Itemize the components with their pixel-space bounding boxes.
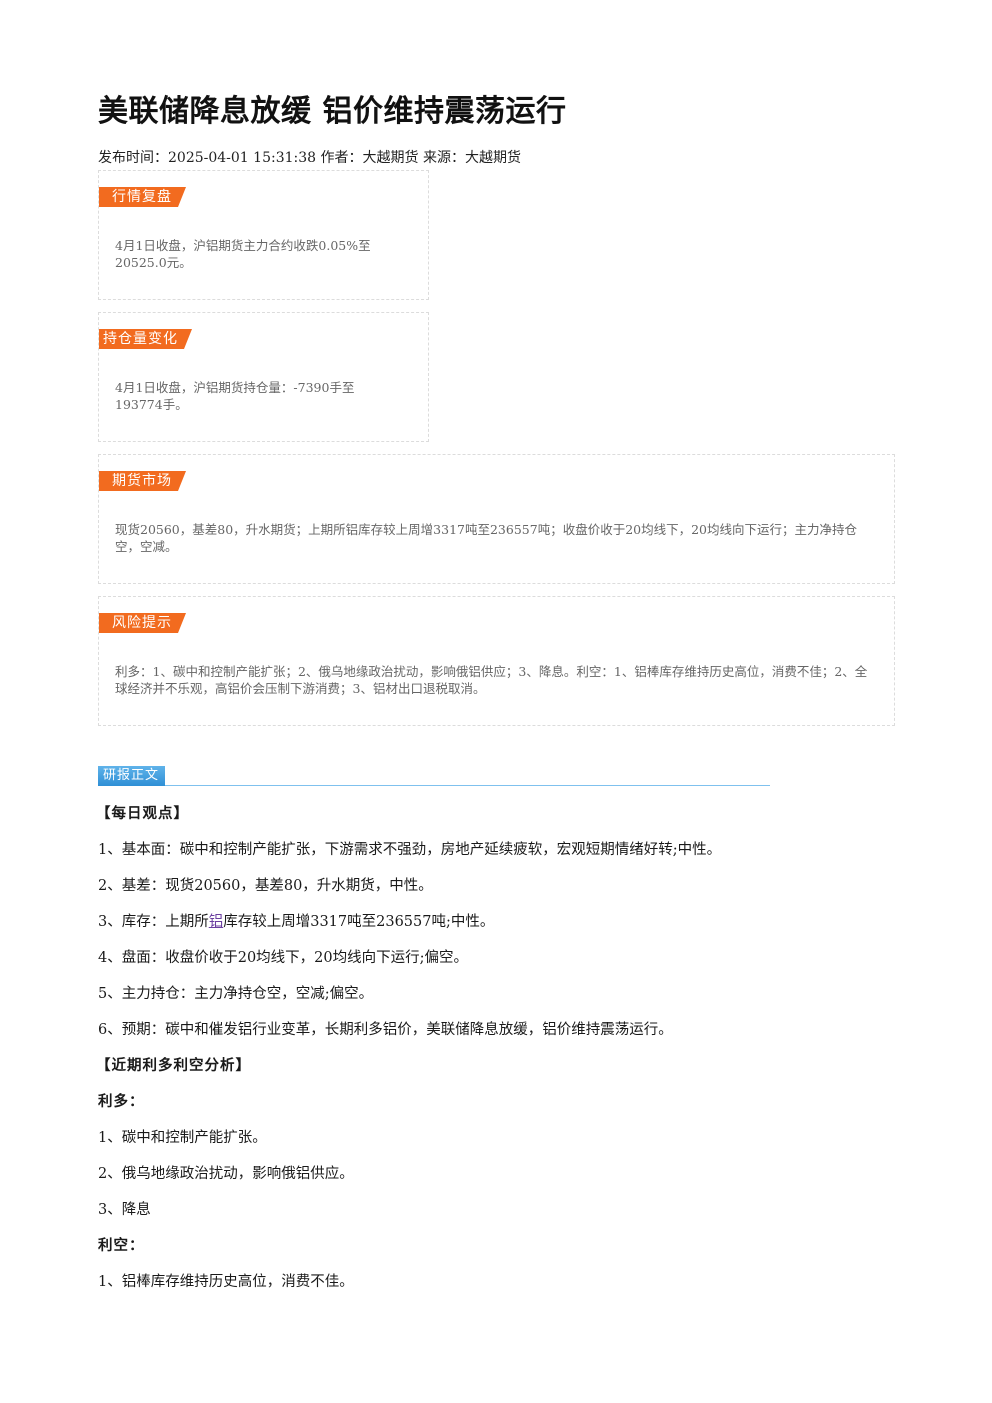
bullish-item: 1、碳中和控制产能扩张。 <box>98 1130 267 1146</box>
bearish-item: 1、铝棒库存维持历史高位，消费不佳。 <box>98 1274 354 1290</box>
aluminum-link[interactable]: 铝 <box>208 914 224 930</box>
report-section-tag: 研报正文 <box>98 766 166 786</box>
point-fundamentals: 1、基本面：碳中和控制产能扩张，下游需求不强劲，房地产延续疲软，宏观短期情绪好转… <box>98 842 722 858</box>
section-divider <box>98 785 770 786</box>
point-inventory-prefix: 3、库存：上期所 <box>98 914 209 930</box>
futures-market-card: 期货市场 现货20560，基差80，升水期货；上期所铝库存较上周增3317吨至2… <box>98 454 895 584</box>
article-title: 美联储降息放缓 铝价维持震荡运行 <box>98 94 567 129</box>
daily-view-heading: 【每日观点】 <box>96 805 189 822</box>
position-change-text: 4月1日收盘，沪铝期货持仓量：-7390手至193774手。 <box>115 380 355 412</box>
market-review-text: 4月1日收盘，沪铝期货主力合约收跌0.05%至20525.0元。 <box>115 238 371 270</box>
bullish-heading: 利多： <box>98 1093 145 1110</box>
article-meta: 发布时间：2025-04-01 15:31:38 作者：大越期货 来源：大越期货 <box>98 150 521 166</box>
futures-market-tag: 期货市场 <box>99 471 186 491</box>
point-inventory-suffix: 库存较上周增3317吨至236557吨;中性。 <box>223 914 495 930</box>
report-section-header: 研报正文 <box>98 766 770 788</box>
point-basis: 2、基差：现货20560，基差80，升水期货，中性。 <box>98 878 433 894</box>
risk-hint-card: 风险提示 利多：1、碳中和控制产能扩张；2、俄乌地缘政治扰动，影响俄铝供应；3、… <box>98 596 895 726</box>
risk-hint-tag: 风险提示 <box>99 613 186 633</box>
analysis-heading: 【近期利多利空分析】 <box>96 1057 251 1074</box>
point-inventory: 3、库存：上期所铝库存较上周增3317吨至236557吨;中性。 <box>98 910 494 931</box>
bullish-item: 2、俄乌地缘政治扰动，影响俄铝供应。 <box>98 1166 354 1182</box>
market-review-card: 行情复盘 4月1日收盘，沪铝期货主力合约收跌0.05%至20525.0元。 <box>98 170 429 300</box>
point-chart: 4、盘面：收盘价收于20均线下，20均线向下运行;偏空。 <box>98 950 469 966</box>
position-change-tag: 持仓量变化 <box>99 329 192 349</box>
futures-market-text: 现货20560，基差80，升水期货；上期所铝库存较上周增3317吨至236557… <box>115 522 858 554</box>
bearish-heading: 利空： <box>98 1237 145 1254</box>
bullish-item: 3、降息 <box>98 1202 151 1218</box>
risk-hint-text: 利多：1、碳中和控制产能扩张；2、俄乌地缘政治扰动，影响俄铝供应；3、降息。利空… <box>115 664 868 696</box>
market-review-tag: 行情复盘 <box>99 187 186 207</box>
point-outlook: 6、预期：碳中和催发铝行业变革，长期利多铝价，美联储降息放缓，铝价维持震荡运行。 <box>98 1022 673 1038</box>
position-change-card: 持仓量变化 4月1日收盘，沪铝期货持仓量：-7390手至193774手。 <box>98 312 429 442</box>
point-main-position: 5、主力持仓：主力净持仓空，空减;偏空。 <box>98 986 374 1002</box>
